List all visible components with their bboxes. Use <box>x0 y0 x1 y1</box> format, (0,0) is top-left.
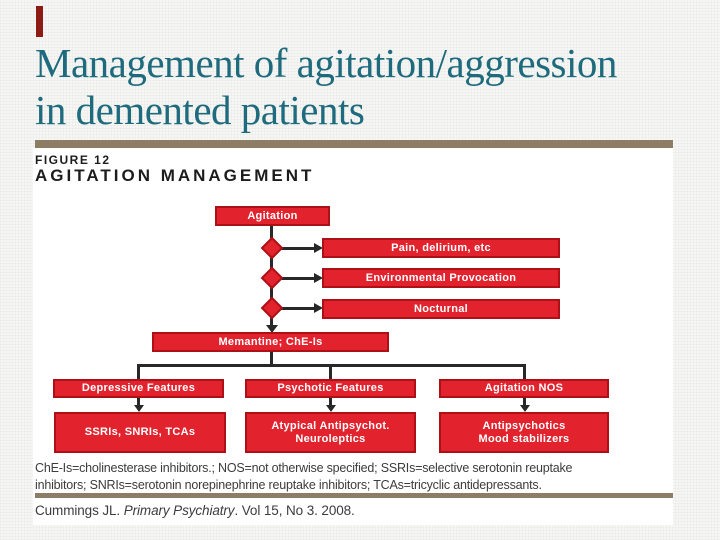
bottom-divider-rule <box>35 493 673 498</box>
arrowhead-down-antipsychotics <box>520 405 530 412</box>
citation-journal: Primary Psychiatry <box>123 503 235 518</box>
connector-stem-antipsychotics <box>523 398 526 406</box>
arrowhead-down-memantine <box>266 325 278 333</box>
node-antipsychotics-line1: Antipsychotics <box>482 419 566 432</box>
slide-title-line1: Management of agitation/aggression <box>35 40 617 86</box>
slide-title-line2: in demented patients <box>35 87 365 133</box>
node-environmental-provocation: Environmental Provocation <box>322 268 560 288</box>
node-ssris-snris-tcas: SSRIs, SNRIs, TCAs <box>54 412 226 453</box>
figure-footnote-line2: inhibitors; SNRIs=serotonin norepinephri… <box>35 478 542 492</box>
connector-to-nocturnal <box>280 307 316 310</box>
node-atypical-line1: Atypical Antipsychot. <box>271 419 390 432</box>
figure-label: FIGURE 12 <box>35 153 111 167</box>
node-antipsychotics-mood: Antipsychotics Mood stabilizers <box>439 412 609 453</box>
node-agitation: Agitation <box>215 206 330 226</box>
connector-drop-psychotic <box>329 364 332 379</box>
citation-author: Cummings JL. <box>35 503 124 518</box>
connector-to-environmental <box>280 277 316 280</box>
connector-to-pain <box>280 247 316 250</box>
arrowhead-down-ssris <box>134 405 144 412</box>
node-depressive-features: Depressive Features <box>53 379 224 398</box>
node-atypical-line2: Neuroleptics <box>295 432 366 445</box>
citation-volume: . Vol 15, No 3. 2008. <box>234 503 355 518</box>
connector-drop-agitation-nos <box>523 364 526 379</box>
node-psychotic-features: Psychotic Features <box>245 379 416 398</box>
citation: Cummings JL. Primary Psychiatry. Vol 15,… <box>35 503 355 518</box>
top-divider-rule <box>35 140 673 148</box>
connector-memantine-out <box>270 352 273 366</box>
node-memantine-cheis: Memantine; ChE-Is <box>152 332 389 352</box>
arrowhead-down-atypical <box>326 405 336 412</box>
node-agitation-nos: Agitation NOS <box>439 379 609 398</box>
node-pain-delirium: Pain, delirium, etc <box>322 238 560 258</box>
connector-drop-depressive <box>137 364 140 379</box>
figure-heading: AGITATION MANAGEMENT <box>35 166 315 185</box>
arrowhead-right-environmental <box>314 273 323 283</box>
node-atypical-antipsychotics: Atypical Antipsychot. Neuroleptics <box>245 412 416 453</box>
connector-stem-atypical <box>329 398 332 406</box>
node-antipsychotics-line2: Mood stabilizers <box>478 432 570 445</box>
connector-stem-ssris <box>137 398 140 406</box>
arrowhead-right-nocturnal <box>314 303 323 313</box>
slide-accent-mark <box>36 6 43 37</box>
slide-title: Management of agitation/aggression in de… <box>35 40 695 134</box>
arrowhead-right-pain <box>314 243 323 253</box>
figure-footnote-line1: ChE-Is=cholinesterase inhibitors.; NOS=n… <box>35 461 573 475</box>
node-nocturnal: Nocturnal <box>322 299 560 319</box>
